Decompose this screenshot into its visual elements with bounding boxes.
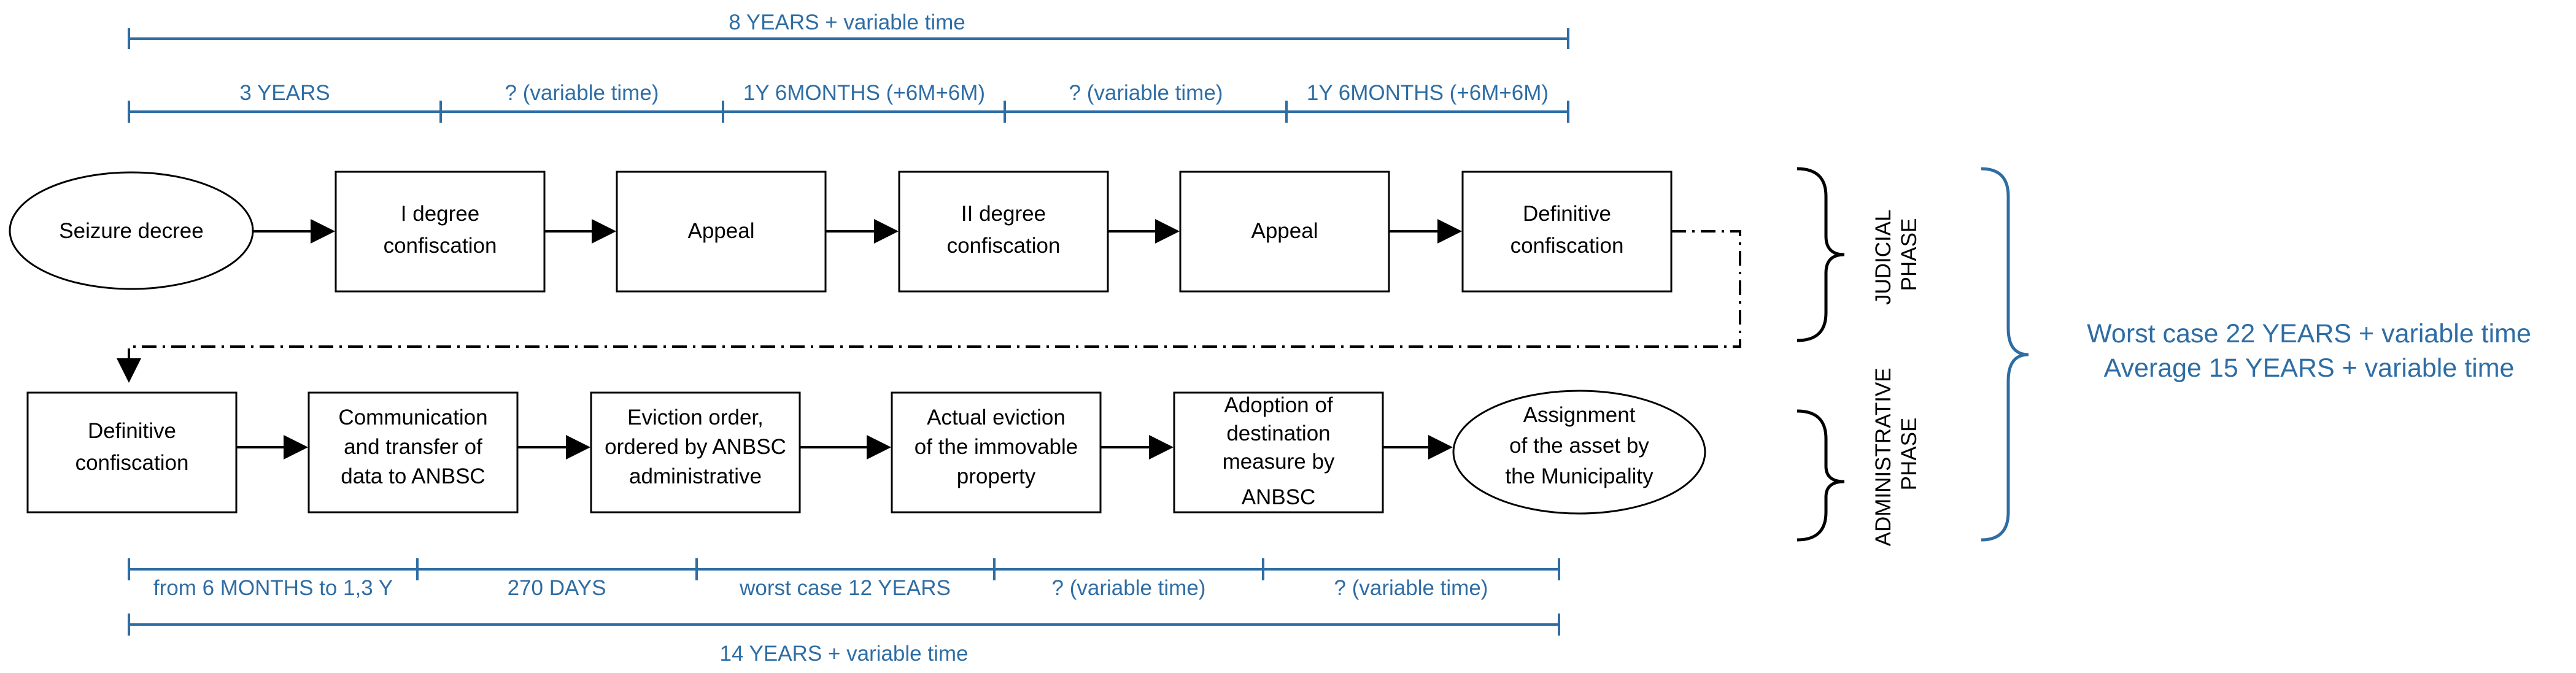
node-label: of the immovable [915,435,1078,459]
node-label: Eviction order, [627,406,764,429]
node-label: destination [1226,421,1330,445]
top-segment-timeline: 3 YEARS ? (variable time) 1Y 6MONTHS (+6… [128,81,1569,123]
seizure-decree-node: Seizure decree [9,171,254,290]
node-label: ANBSC [1242,485,1316,509]
top-total-timeline: 8 YEARS + variable time [128,10,1569,49]
node-shape [590,391,801,513]
node-shape [1179,171,1390,293]
bottom-segment-timeline: from 6 MONTHS to 1,3 Y 270 DAYS worst ca… [128,558,1560,600]
node-label: data to ANBSC [341,464,485,488]
second-appeal-node: Appeal [1179,171,1390,293]
node-label: confiscation [384,234,497,258]
eviction-order-node: Eviction order, ordered by ANBSC adminis… [590,391,801,513]
bottom-total-timeline: 14 YEARS + variable time [128,613,1560,666]
asset-assignment-node: Assignment of the asset by the Municipal… [1452,390,1706,515]
bottom-segment-label: worst case 12 YEARS [739,576,951,600]
actual-eviction-node: Actual eviction of the immovable propert… [891,391,1102,513]
phase-label-line: PHASE [1897,218,1921,291]
admin-brace-spacer [1832,411,1847,540]
node-shape [616,171,827,293]
bottom-segment-label: 270 DAYS [508,576,606,600]
node-label: Seizure decree [59,219,203,243]
phase-label-line: ADMINISTRATIVE [1871,367,1895,546]
node-label: property [957,464,1036,488]
bottom-total-label: 14 YEARS + variable time [720,642,969,666]
overall-brace [1981,167,2029,542]
summary-average: Average 15 YEARS + variable time [2104,353,2515,383]
definitive-confiscation-admin-node: Definitive confiscation [26,391,238,513]
administrative-phase-label: ADMINISTRATIVE PHASE [1871,362,1921,547]
definitive-confiscation-judicial-node: Definitive confiscation [1461,171,1673,293]
node-label: Adoption of [1224,393,1332,417]
node-shape [891,391,1102,513]
node-shape [307,391,519,513]
phase-label-line: PHASE [1897,418,1921,491]
node-shape [26,391,238,513]
overall-brace-group [1981,167,2029,542]
top-segment-label: 3 YEARS [239,81,330,105]
top-segment-label: 1Y 6MONTHS (+6M+6M) [1307,81,1549,105]
bottom-segment-label: from 6 MONTHS to 1,3 Y [153,576,393,600]
first-appeal-node: Appeal [616,171,827,293]
node-label: Definitive [1523,202,1611,226]
administrative-phase-brace [1797,409,1845,542]
node-label: measure by [1223,450,1335,474]
node-label: of the asset by [1509,434,1649,458]
top-segment-label: 1Y 6MONTHS (+6M+6M) [743,81,985,105]
bottom-segment-label: ? (variable time) [1334,576,1488,600]
node-label: and transfer of [344,435,482,459]
judicial-phase-brace [1797,167,1845,342]
node-label: Assignment [1523,403,1636,427]
node-shape [335,171,546,293]
first-degree-confiscation-node: I degree confiscation [335,171,546,293]
node-label: Definitive [88,419,176,443]
summary-group: Worst case 22 YEARS + variable time Aver… [2087,319,2531,383]
top-segment-label: ? (variable time) [505,81,659,105]
summary-worst-case: Worst case 22 YEARS + variable time [2087,319,2531,348]
judicial-phase-label: JUDICIAL PHASE [1871,204,1921,305]
node-label: Actual eviction [927,406,1066,429]
node-label: confiscation [1510,234,1624,258]
communication-transfer-node: Communication and transfer of data to AN… [307,391,519,513]
bottom-segment-label: ? (variable time) [1052,576,1206,600]
node-label: Appeal [688,219,755,243]
node-label: I degree [401,202,479,226]
node-label: administrative [629,464,762,488]
node-shape [1461,171,1673,293]
top-total-label: 8 YEARS + variable time [729,10,965,34]
node-label: Appeal [1251,219,1318,243]
node-shape [898,171,1109,293]
administrative-row: Definitive confiscation Communication an… [26,390,1706,515]
administrative-phase-brace-group: ADMINISTRATIVE PHASE [1797,362,1921,547]
second-degree-confiscation-node: II degree confiscation [898,171,1109,293]
node-label: II degree [961,202,1046,226]
judicial-phase-brace-group: JUDICIAL PHASE [1797,167,1921,342]
node-label: confiscation [947,234,1061,258]
judicial-row: Seizure decree I degree confiscation App… [9,171,1673,293]
destination-measure-node: Adoption of destination measure by ANBSC [1173,391,1384,513]
node-label: Communication [338,406,487,429]
top-segment-label: ? (variable time) [1069,81,1223,105]
node-label: confiscation [75,451,189,475]
phase-transition-connector [117,230,1741,383]
phase-label-line: JUDICIAL [1871,210,1895,305]
node-label: ordered by ANBSC [605,435,786,459]
node-label: the Municipality [1505,464,1654,488]
node-shape [1173,391,1384,513]
node-shape [1452,390,1706,515]
